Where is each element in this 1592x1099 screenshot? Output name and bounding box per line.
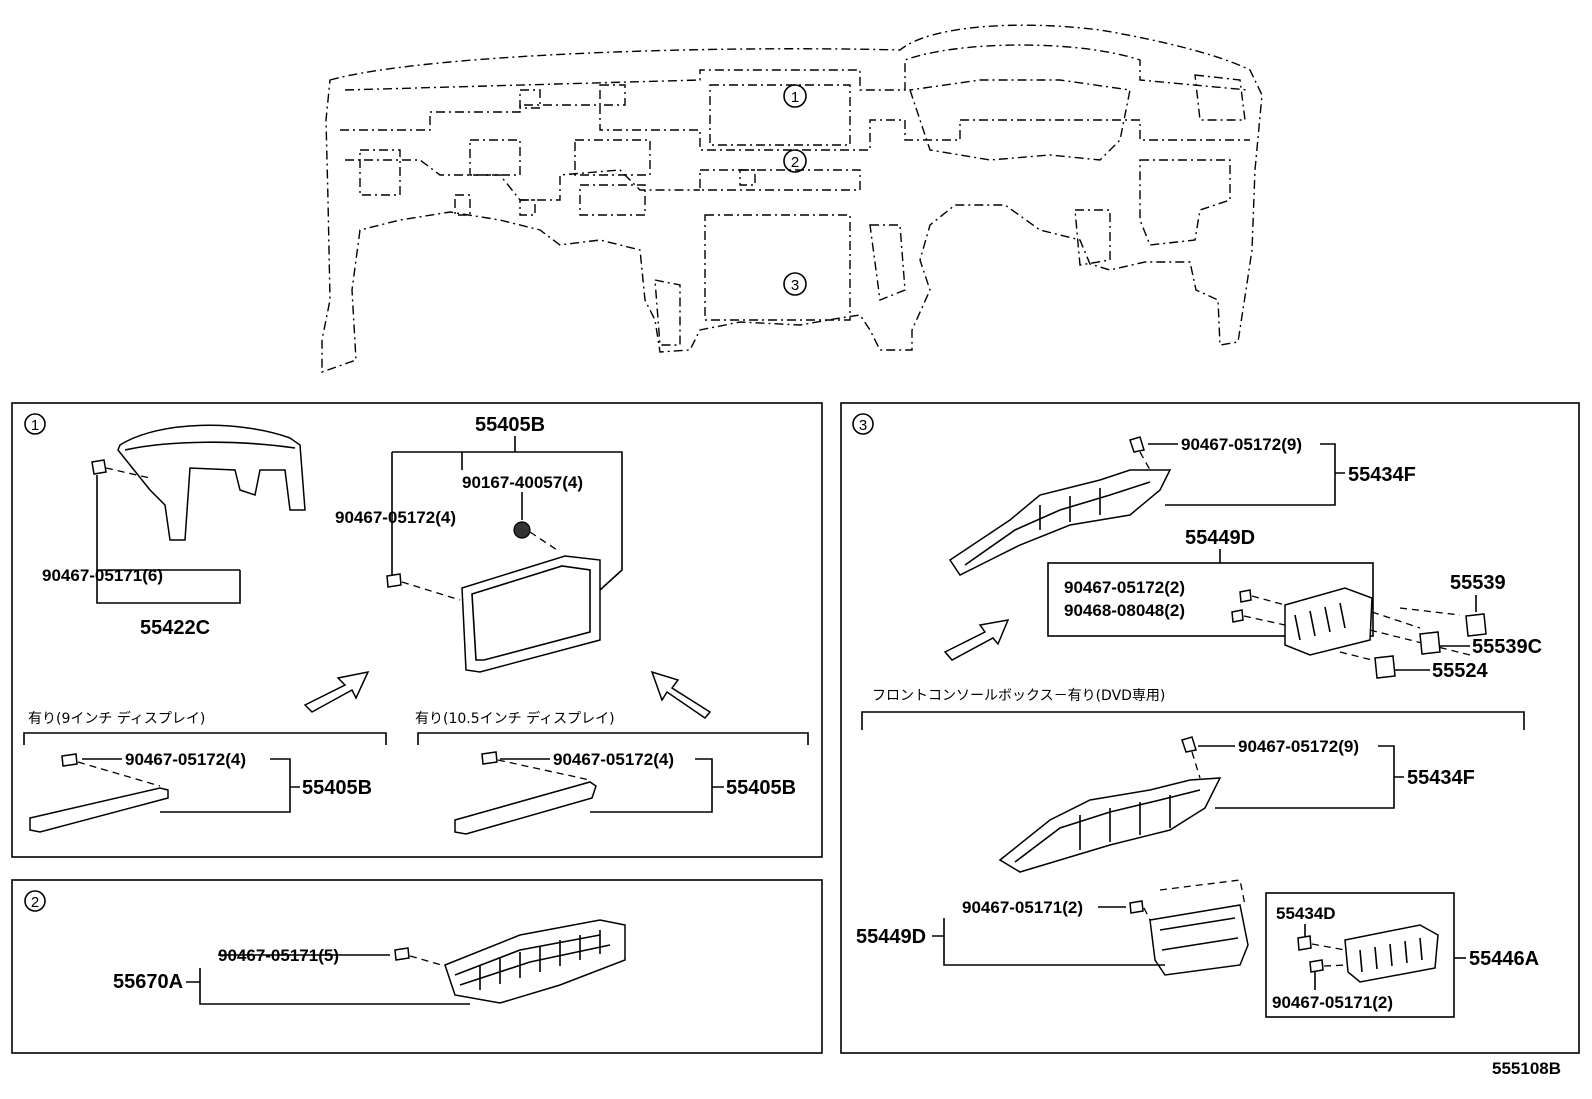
trim-10-5inch-part-drawing	[454, 751, 597, 835]
dashboard-overview: 1 2 3	[321, 24, 1263, 373]
overview-marker-3	[783, 272, 807, 296]
overview-marker-3-text: 3	[791, 277, 799, 294]
section-2-marker	[24, 890, 46, 912]
group-box-55446A	[1265, 892, 1455, 1018]
exploded-lines	[1339, 607, 1471, 663]
leader-55434F-a	[1165, 443, 1345, 506]
switch-55524-drawing	[1374, 655, 1396, 679]
label-55449D-b: 55449D	[856, 926, 926, 948]
section-1-marker-text: 1	[31, 417, 39, 434]
label-90467-05172-2: 90467-05172(2)	[1064, 578, 1185, 597]
figure-id: 555108B	[1492, 1059, 1561, 1078]
label-55422C: 55422C	[140, 617, 210, 639]
switch-55539-drawing	[1465, 613, 1487, 637]
note-10-5inch-display: 有り(10.5インチ ディスプレイ)	[415, 710, 615, 727]
dvd-player-part-drawing	[1129, 879, 1249, 976]
console-bottom-part-drawing	[998, 736, 1222, 873]
leader-55434F-b	[1215, 745, 1404, 809]
section-3: 3 90467-05172(9) 55434F 55449D 90467-051…	[840, 402, 1580, 1054]
center-cluster-part-drawing	[394, 919, 626, 1004]
section-3-marker	[852, 413, 874, 435]
label-55524: 55524	[1432, 660, 1488, 682]
label-90467-05171-2-a: 90467-05171(2)	[962, 898, 1083, 917]
section-1: 1 90467-05171(6) 55422C 55405B 90167-400…	[11, 402, 823, 858]
label-90468-08048-2: 90468-08048(2)	[1064, 601, 1185, 620]
section-1-marker	[24, 413, 46, 435]
label-90467-05171-2-b: 90467-05171(2)	[1272, 993, 1393, 1012]
overview-marker-2	[783, 149, 807, 173]
arrow-right	[650, 670, 712, 720]
overview-marker-2-text: 2	[791, 154, 799, 171]
label-90167-40057-4: 90167-40057(4)	[462, 473, 583, 492]
switch-module-part-drawing	[1297, 924, 1439, 983]
label-55539C: 55539C	[1472, 636, 1542, 658]
note-console-dvd: フロントコンソールボックス－有り(DVD専用)	[872, 688, 1165, 704]
arrow-section-3	[943, 619, 1010, 661]
label-55405B-b: 55405B	[726, 777, 796, 799]
label-55405B-a: 55405B	[302, 777, 372, 799]
label-55434F-b: 55434F	[1407, 767, 1475, 789]
upper-cover-part-drawing	[91, 424, 306, 541]
overview-marker-1-text: 1	[791, 89, 799, 106]
label-55446A: 55446A	[1469, 948, 1539, 970]
display-bezel-part-drawing	[386, 521, 601, 673]
label-90467-05172-4-b: 90467-05172(4)	[553, 750, 674, 769]
section-1-frame	[11, 402, 823, 858]
bracket-10-5inch	[417, 732, 809, 745]
bracket-console	[861, 711, 1525, 730]
section-3-frame	[840, 402, 1580, 1054]
leader-55405B-b	[590, 758, 724, 813]
label-90467-05172-4-a: 90467-05172(4)	[125, 750, 246, 769]
switch-55539C-drawing	[1419, 631, 1441, 655]
label-55434F-a: 55434F	[1348, 464, 1416, 486]
label-90467-05171-6: 90467-05171(6)	[42, 566, 163, 585]
leader-55405B-top	[391, 436, 623, 591]
group-box-55449D	[1047, 562, 1374, 637]
leader-55670A	[186, 968, 470, 1005]
section-2: 2 90467-05171(5) 55670A	[11, 879, 823, 1054]
overview-marker-1	[783, 84, 807, 108]
label-90467-05172-9-b: 90467-05172(9)	[1238, 737, 1359, 756]
label-90467-05172-9-a: 90467-05172(9)	[1181, 435, 1302, 454]
label-55539: 55539	[1450, 572, 1506, 594]
note-9inch-display: 有り(9インチ ディスプレイ)	[28, 710, 205, 727]
label-55405B-top: 55405B	[475, 414, 545, 436]
switch-panel-part-drawing	[1231, 587, 1373, 656]
label-55670A: 55670A	[113, 971, 183, 993]
section-3-marker-text: 3	[859, 417, 867, 434]
leader-55449D-b	[932, 918, 1165, 966]
bracket-9inch	[23, 732, 387, 745]
label-90467-05172-4-top: 90467-05172(4)	[335, 508, 456, 527]
section-2-frame	[11, 879, 823, 1054]
section-2-marker-text: 2	[31, 894, 39, 911]
arrow-left	[303, 670, 370, 713]
label-90467-05171-5: 90467-05171(5)	[218, 946, 339, 965]
label-55434D: 55434D	[1276, 904, 1336, 923]
console-top-part-drawing	[948, 436, 1172, 576]
trim-9inch-part-drawing	[29, 753, 169, 833]
leader-55422C	[96, 475, 241, 604]
leader-55405B-a	[160, 758, 300, 813]
label-55449D-a: 55449D	[1185, 527, 1255, 549]
